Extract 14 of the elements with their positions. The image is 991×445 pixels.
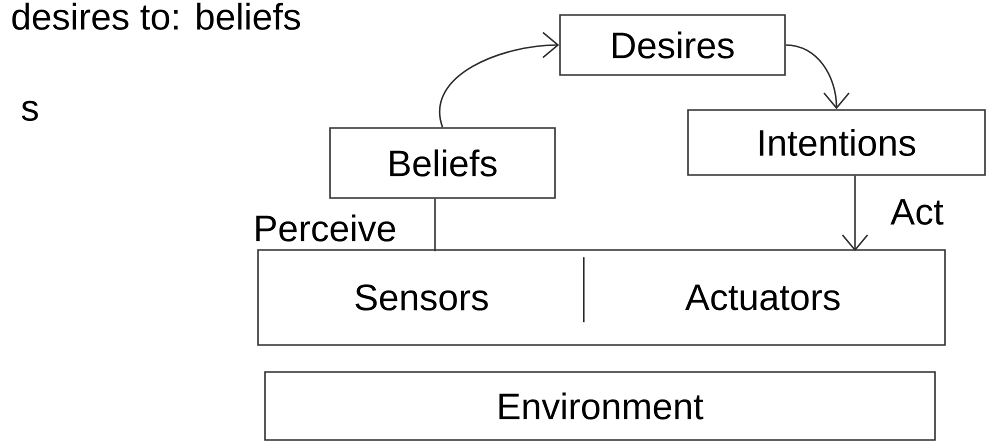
text-cell: Sensors — [356, 284, 488, 311]
label-box: Intentions — [687, 109, 986, 176]
note-text: desires to: beliefs — [12, 2, 300, 30]
edge-label: Perceive — [251, 212, 399, 244]
arrow — [786, 44, 850, 110]
arrow — [842, 176, 868, 252]
edge-label: Act — [888, 197, 946, 227]
frame-box — [257, 249, 946, 346]
arrow — [439, 32, 560, 128]
label-box: Desires — [559, 14, 786, 76]
label-box: Environment — [264, 371, 936, 441]
label-box: Beliefs — [329, 127, 556, 199]
text-cell: Actuators — [685, 284, 840, 310]
note-text: s — [22, 100, 38, 121]
